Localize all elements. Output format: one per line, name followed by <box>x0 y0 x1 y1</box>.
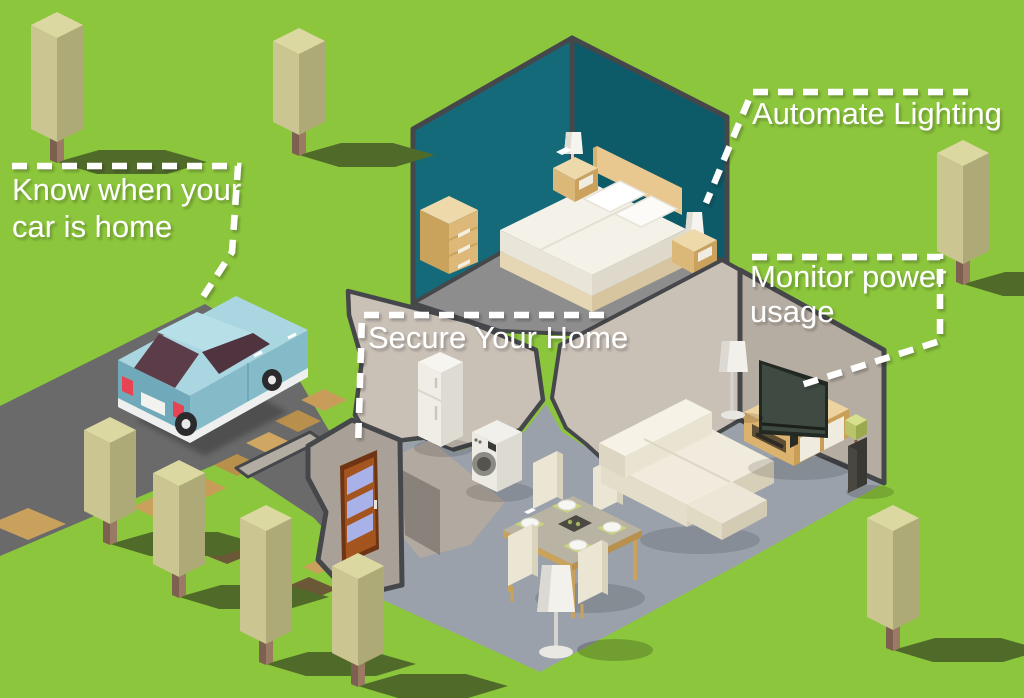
entry-floor <box>375 440 505 558</box>
dresser <box>420 196 479 274</box>
potted-plant <box>845 414 894 499</box>
license-plate <box>141 392 165 416</box>
tree <box>867 505 1024 662</box>
callout-line-car <box>12 162 242 305</box>
pillow <box>613 195 679 228</box>
callout-automate-lighting: Automate Lighting <box>702 88 1002 205</box>
front-door-wall <box>234 417 405 600</box>
callout-text-power-line1: Monitor power <box>750 259 946 294</box>
chair <box>533 451 557 509</box>
nightstand-left <box>553 132 598 202</box>
door-window <box>347 465 373 495</box>
door-window <box>347 513 373 543</box>
callout-secure-home: Secure Your Home <box>354 311 628 449</box>
chair <box>508 524 532 586</box>
dining-set <box>503 451 645 618</box>
ground-floor <box>234 258 894 672</box>
callout-line-power <box>752 253 944 390</box>
car <box>118 296 308 456</box>
door-window <box>347 489 373 519</box>
sofa <box>599 399 774 554</box>
bed <box>500 146 686 312</box>
washing-machine <box>466 420 534 502</box>
chair <box>578 540 602 604</box>
car-side-windows <box>202 333 270 374</box>
floor-lamp-living <box>719 341 764 423</box>
pillow <box>582 180 648 213</box>
nightstand-right <box>672 212 717 274</box>
callout-text-secure: Secure Your Home <box>368 320 628 355</box>
callout-line-secure <box>354 311 604 449</box>
bedroom <box>410 35 730 338</box>
car-rear-window <box>134 334 199 388</box>
headboard <box>597 146 682 215</box>
tree <box>332 553 508 698</box>
callout-text-car-line1: Know when your <box>12 172 241 207</box>
tree <box>937 140 1024 296</box>
fridge <box>414 352 474 457</box>
callout-monitor-power: Monitor power usage <box>750 253 946 390</box>
taillight <box>122 376 133 396</box>
trees <box>31 12 1024 698</box>
callout-text-power-line2: usage <box>750 294 834 329</box>
car-rear <box>118 360 190 434</box>
tree <box>84 417 260 556</box>
floor-lamp-dining <box>537 565 653 661</box>
tree <box>240 505 416 676</box>
tree <box>273 28 435 167</box>
callout-text-car-line2: car is home <box>12 209 172 244</box>
callout-know-when-car-home: Know when your car is home <box>12 162 242 305</box>
callout-text-lighting: Automate Lighting <box>752 96 1002 131</box>
